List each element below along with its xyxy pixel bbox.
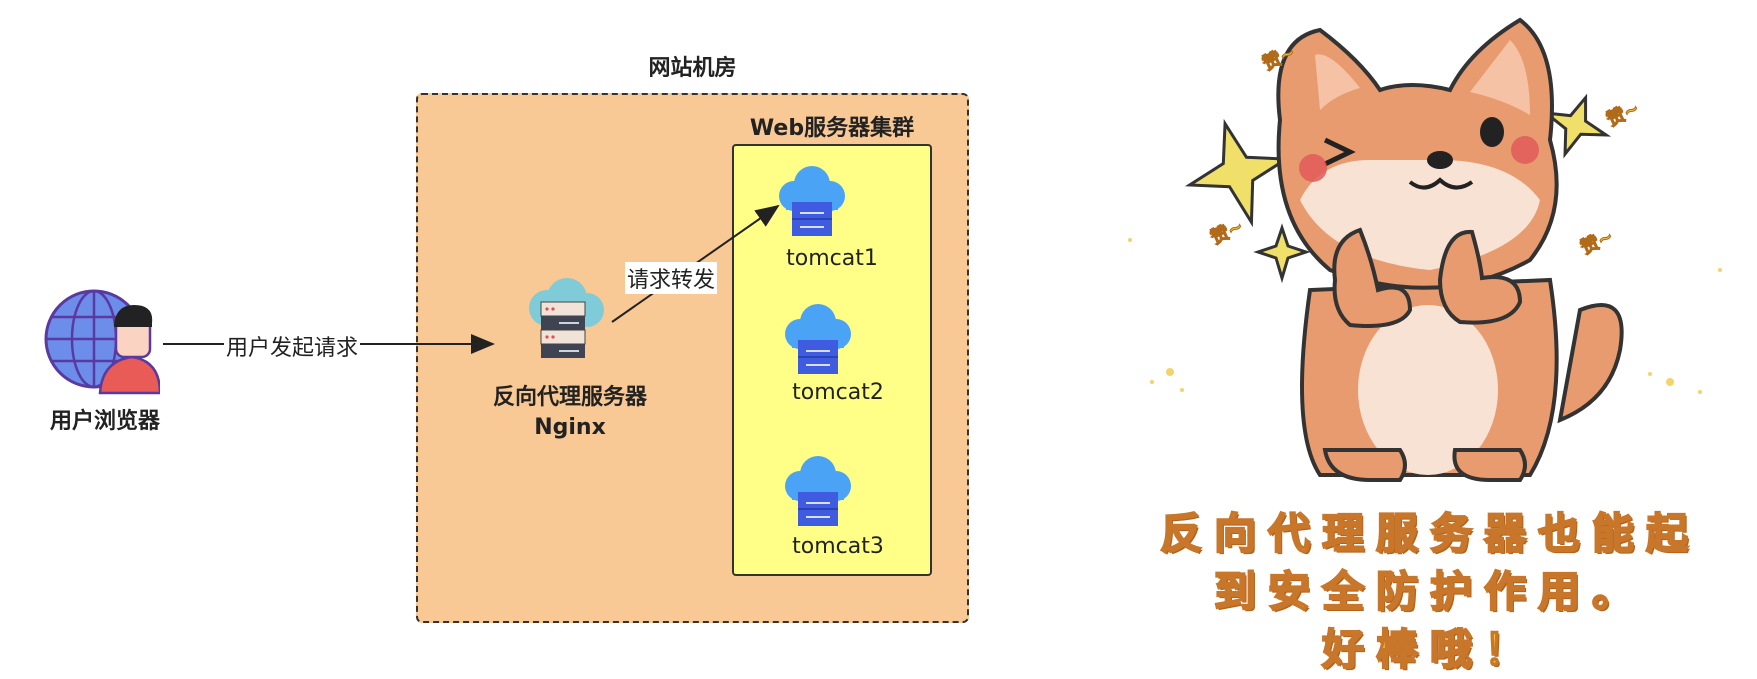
tomcat2-label: tomcat2 xyxy=(792,380,884,405)
proxy-server-software: Nginx xyxy=(534,415,606,440)
shiba-thumbs-up-sticker xyxy=(1128,17,1722,482)
cluster-title: Web服务器集群 xyxy=(749,116,915,141)
room-title: 网站机房 xyxy=(648,56,737,81)
meme-caption-line-3: 好棒哦！ xyxy=(1321,624,1538,675)
user-request-label: 用户发起请求 xyxy=(224,330,361,362)
forward-request-label: 请求转发 xyxy=(625,262,718,294)
user-browser-icon xyxy=(44,289,160,395)
meme-caption-line-2: 到安全防护作用。 xyxy=(1213,566,1646,617)
proxy-server-label: 反向代理服务器 Nginx xyxy=(470,383,670,443)
user-browser-label: 用户浏览器 xyxy=(49,409,160,434)
tomcat1-label: tomcat1 xyxy=(786,246,878,271)
tomcat1-cloud-server-icon xyxy=(779,166,845,236)
proxy-server-name: 反向代理服务器 xyxy=(492,385,647,410)
proxy-server-icon xyxy=(529,278,604,358)
tomcat3-cloud-server-icon xyxy=(785,456,851,526)
tomcat3-label: tomcat3 xyxy=(792,534,884,559)
meme-caption: 反向代理服务器也能起 到安全防护作用。 好棒哦！ xyxy=(1130,505,1730,679)
tomcat2-cloud-server-icon xyxy=(785,304,851,374)
meme-caption-line-1: 反向代理服务器也能起 xyxy=(1159,508,1700,559)
